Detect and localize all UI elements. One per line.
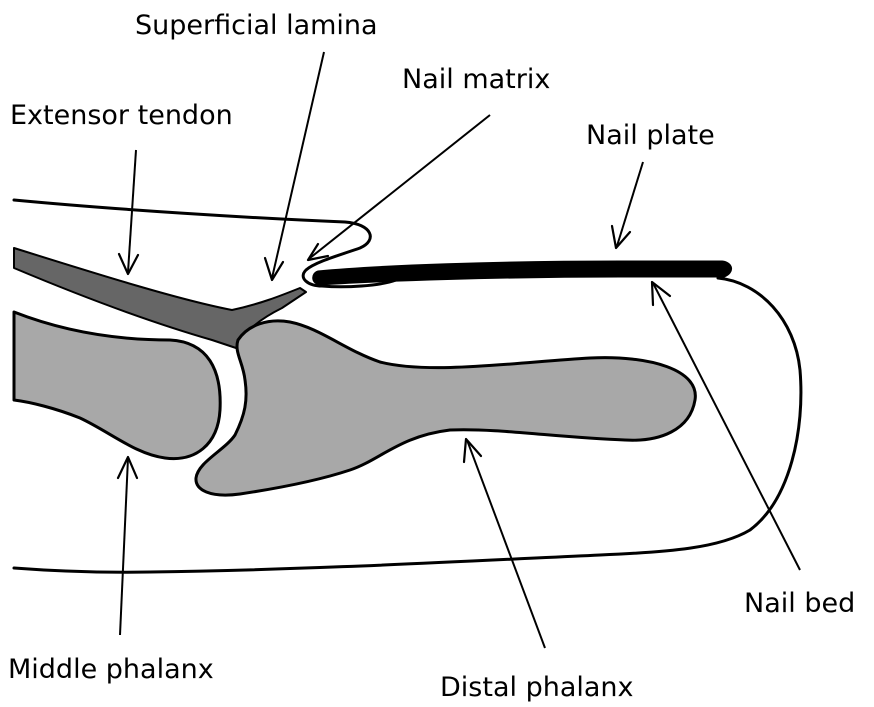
superficial-lamina-arrow-line xyxy=(272,52,324,278)
distal-phalanx-label: Distal phalanx xyxy=(440,674,634,701)
nail-plate-label: Nail plate xyxy=(586,122,715,149)
distal-phalanx-bone xyxy=(196,321,695,495)
nail-bed-label: Nail bed xyxy=(744,590,855,617)
nail-matrix-label: Nail matrix xyxy=(402,66,550,93)
nail-matrix-arrow-line xyxy=(310,115,490,258)
nail-bed-arrowhead xyxy=(652,282,670,305)
nail-plate-shape xyxy=(314,262,731,284)
middle-phalanx-arrow-line xyxy=(120,458,128,635)
distal-phalanx-arrowhead xyxy=(464,439,481,462)
distal-phalanx-arrow-line xyxy=(467,440,545,648)
nail-plate-arrowhead xyxy=(612,226,630,248)
superficial-lamina-label: Superficial lamina xyxy=(135,12,378,39)
extensor-tendon-label: Extensor tendon xyxy=(10,102,233,129)
middle-phalanx-label: Middle phalanx xyxy=(8,656,214,683)
